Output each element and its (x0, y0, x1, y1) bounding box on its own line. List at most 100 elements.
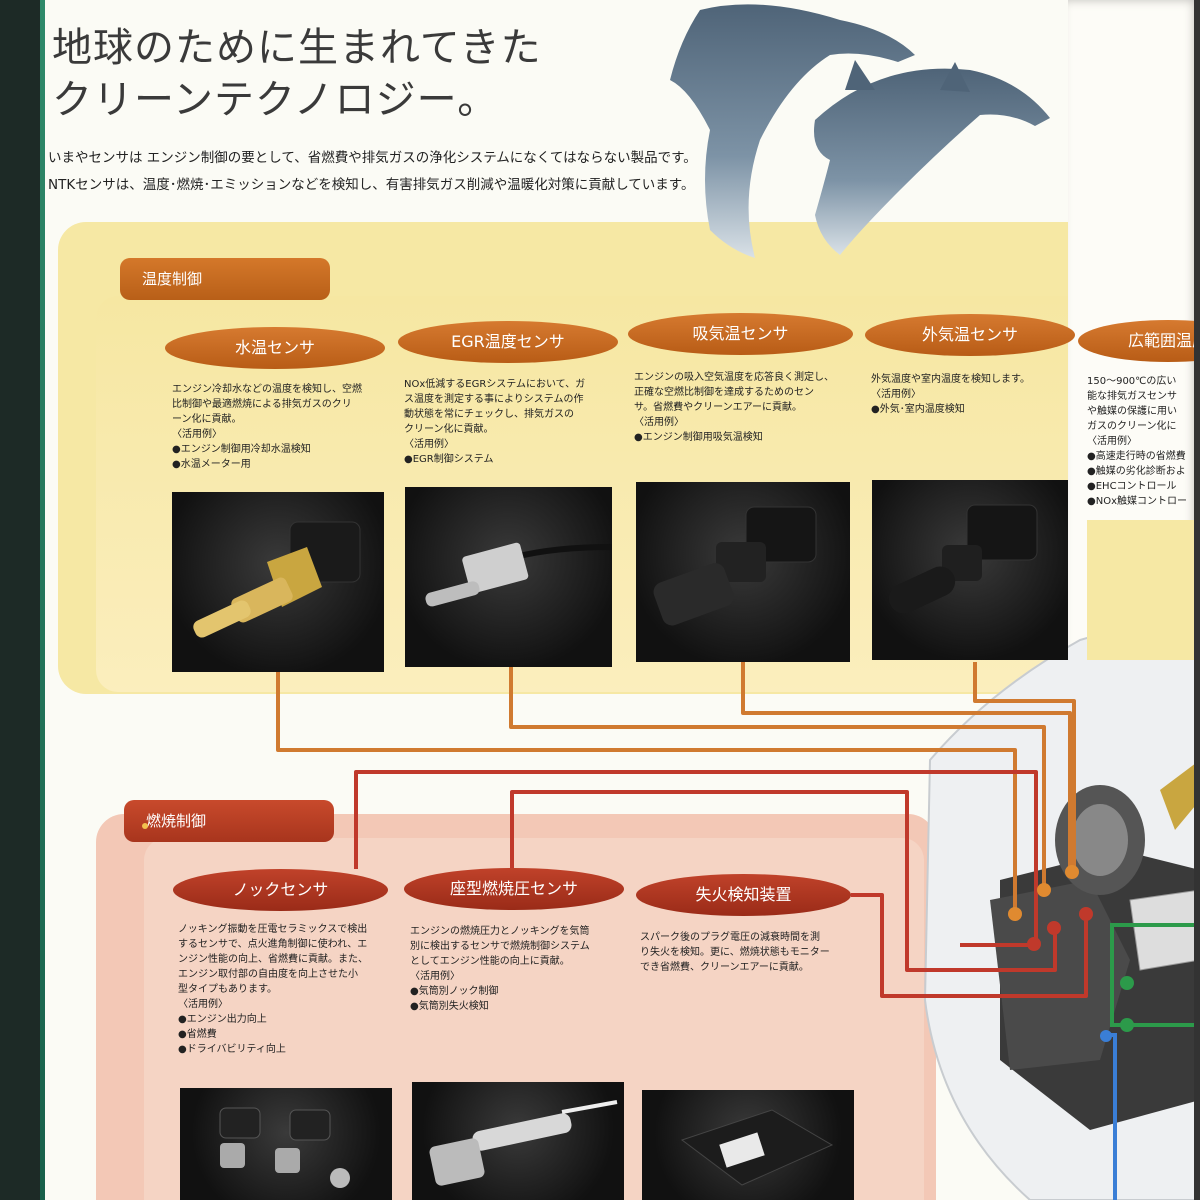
desc-line: でき省燃費、クリーンエアーに貢献。 (640, 962, 809, 973)
desc-line: や触媒の保護に用い (1087, 406, 1177, 417)
usage-label: 〈活用例〉 (871, 389, 921, 400)
usage-item: ●気筒別ノック制御 (410, 986, 499, 997)
headline-line-1: 地球のために生まれてきた (52, 25, 542, 71)
sensor-title-egr-temp: EGR温度センサ (398, 321, 618, 363)
desc-line: エンジン冷却水などの温度を検知し、空燃 (172, 384, 362, 395)
desc-line: サ。省燃費やクリーンエアーに貢献。 (634, 402, 802, 413)
connector-combustion-pressure (510, 790, 1057, 972)
desc-line: ーン化に貢献。 (172, 414, 242, 425)
sensor-desc-misfire-detector: スパーク後のプラグ電圧の減衰時間を測 り失火を検知。更に、燃焼状態もモニター で… (640, 930, 870, 975)
headline-line-2: クリーンテクノロジー。 (52, 77, 499, 123)
photo-egr-temp-sensor (405, 487, 612, 667)
sensor-title-misfire-detector: 失火検知装置 (636, 874, 851, 916)
page-spine (40, 0, 45, 1200)
usage-item: ●気筒別失火検知 (410, 1001, 489, 1012)
desc-line: り失火を検知。更に、燃焼状態もモニター (640, 947, 830, 958)
desc-line: ノッキング振動を圧電セラミックスで検出 (178, 924, 368, 935)
usage-label: 〈活用例〉 (172, 429, 222, 440)
desc-line: NOx低減するEGRシステムにおいて、ガ (404, 379, 586, 390)
dolphin-illustration (670, 4, 1050, 258)
sensor-title-intake-temp: 吸気温センサ (628, 313, 853, 355)
desc-line: クリーン化に貢献。 (404, 424, 494, 435)
photo-placeholder-wide-range (1087, 520, 1200, 660)
usage-item: ●EHCコントロール (1087, 481, 1177, 492)
headline: 地球のために生まれてきた クリーンテクノロジー。 (52, 22, 542, 126)
temperature-section-tab: 温度制御 (120, 258, 330, 300)
usage-item: ●水温メーター用 (172, 459, 251, 470)
misfire-detector-image (680, 1109, 834, 1186)
egr-temp-sensor-image (425, 542, 612, 607)
tab-dot (142, 823, 148, 829)
desc-line: ス温度を測定する事によりシステムの作 (404, 394, 584, 405)
intake-temp-sensor-image (653, 506, 817, 626)
sensor-title-water-temp: 水温センサ (165, 327, 385, 369)
connector-egr-temp (509, 667, 1046, 888)
desc-line: 比制御や最適燃焼による排気ガスのクリ (172, 399, 352, 410)
usage-item: ●NOx触媒コントロー (1087, 496, 1187, 507)
sensor-desc-combustion-pressure: エンジンの燃焼圧力とノッキングを気筒 別に検出するセンサで燃焼制御システム とし… (410, 924, 640, 1014)
usage-item: ●ドライバビリティ向上 (178, 1044, 286, 1055)
sensor-title-combustion-pressure: 座型燃焼圧センサ (404, 868, 624, 910)
connector-node (1079, 907, 1093, 921)
photo-misfire-detector (642, 1090, 854, 1200)
sensor-desc-knock: ノッキング振動を圧電セラミックスで検出 するセンサで、点火進角制御に使われ、エ … (178, 922, 408, 1057)
desc-line: 動状態を常にチェックし、排気ガスの (404, 409, 574, 420)
combustion-pressure-sensor-image (429, 1100, 618, 1186)
connector-node (1027, 937, 1041, 951)
usage-item: ●エンジン制御用吸気温検知 (634, 432, 763, 443)
usage-item: ●エンジン出力向上 (178, 1014, 267, 1025)
photo-water-temp-sensor (172, 492, 384, 672)
connector-node (1008, 907, 1022, 921)
sensor-title-knock: ノックセンサ (173, 869, 388, 911)
desc-line: スパーク後のプラグ電圧の減衰時間を測 (640, 932, 820, 943)
intro-line-2: NTKセンサは、温度･燃焼･エミッションなどを検知し、有害排気ガス削減や温暖化対… (48, 177, 695, 193)
photo-intake-temp-sensor (636, 482, 850, 662)
water-temp-sensor-image (193, 521, 361, 638)
usage-item: ●EGR制御システム (404, 454, 494, 465)
usage-label: 〈活用例〉 (178, 999, 228, 1010)
sensor-title-outside-temp: 外気温センサ (865, 314, 1075, 356)
usage-label: 〈活用例〉 (634, 417, 684, 428)
desc-line: ンジン性能の向上、省燃費に貢献。また、 (178, 954, 368, 965)
sensor-desc-wide-range-temp: 150～900℃の広い 能な排気ガスセンサ や触媒の保護に用い ガスのクリーン化… (1087, 374, 1200, 509)
usage-item: ●エンジン制御用冷却水温検知 (172, 444, 311, 455)
desc-line: するセンサで、点火進角制御に使われ、エ (178, 939, 368, 950)
desc-line: エンジンの吸入空気温度を応答良く測定し、 (634, 372, 834, 383)
outside-temp-sensor-image (888, 504, 1038, 614)
connector-node (1037, 883, 1051, 897)
sensor-desc-egr-temp: NOx低減するEGRシステムにおいて、ガ ス温度を測定する事によりシステムの作 … (404, 377, 629, 467)
photo-combustion-pressure-sensor (412, 1082, 624, 1200)
connector-water-temp (276, 672, 1017, 912)
desc-line: としてエンジン性能の向上に貢献。 (410, 956, 570, 967)
sensor-desc-outside-temp: 外気温度や室内温度を検知します。 〈活用例〉 ●外気･室内温度検知 (871, 372, 1071, 417)
photo-knock-sensor (180, 1088, 392, 1200)
desc-line: ガスのクリーン化に (1087, 421, 1177, 432)
combustion-section-tab: 燃焼制御 (124, 800, 334, 842)
intro-line-1: いまやセンサは エンジン制御の要として、省燃費や排気ガスの浄化システムになくては… (48, 150, 697, 166)
usage-item: ●触媒の劣化診断およ (1087, 466, 1186, 477)
desc-line: エンジンの燃焼圧力とノッキングを気筒 (410, 926, 590, 937)
desc-line: 能な排気ガスセンサ (1087, 391, 1177, 402)
desc-line: 150～900℃の広い (1087, 376, 1177, 387)
desc-line: 別に検出するセンサで燃焼制御システム (410, 941, 590, 952)
usage-item: ●高速走行時の省燃費 (1087, 451, 1186, 462)
usage-label: 〈活用例〉 (404, 439, 454, 450)
desc-line: 型タイプもあります。 (178, 984, 277, 995)
usage-item: ●外気･室内温度検知 (871, 404, 965, 415)
connector-node (1047, 921, 1061, 935)
connector-misfire (851, 893, 1088, 998)
connector-intake-temp (741, 662, 1072, 873)
knock-sensor-image (219, 1107, 350, 1188)
desc-line: 外気温度や室内温度を検知します。 (871, 374, 1030, 385)
usage-label: 〈活用例〉 (1087, 436, 1137, 447)
connector-knock (354, 770, 1038, 947)
usage-item: ●省燃費 (178, 1029, 217, 1040)
photo-outside-temp-sensor (872, 480, 1068, 660)
usage-label: 〈活用例〉 (410, 971, 460, 982)
desc-line: 正確な空燃比制御を達成するためのセン (634, 387, 814, 398)
connector-node (1065, 865, 1079, 879)
desc-line: エンジン取付部の自由度を向上させた小 (178, 969, 358, 980)
sensor-desc-intake-temp: エンジンの吸入空気温度を応答良く測定し、 正確な空燃比制御を達成するためのセン … (634, 370, 864, 445)
